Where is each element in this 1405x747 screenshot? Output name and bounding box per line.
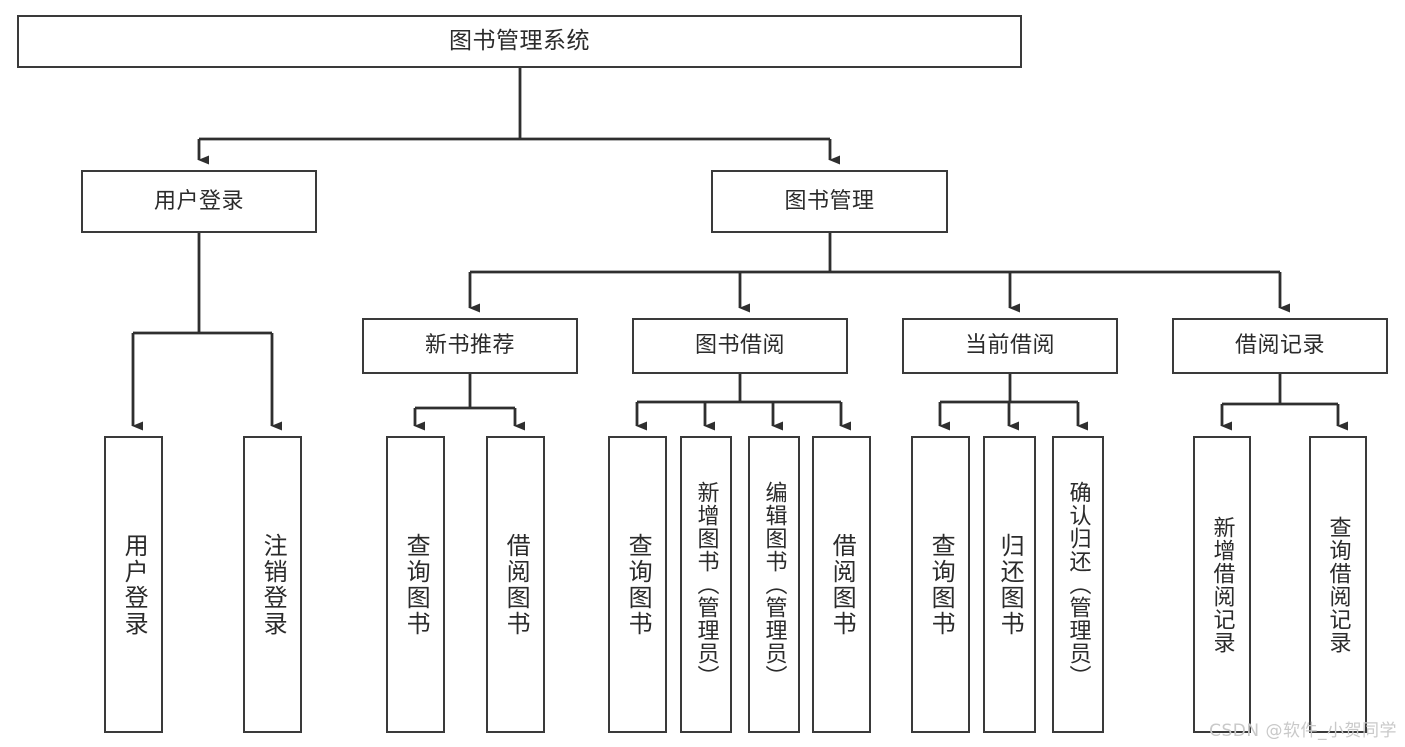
node-leaf-return-book-label: 归还图书 (996, 532, 1025, 637)
node-leaf-confirm-return-admin-label: 确认归还（管理员） (1065, 481, 1091, 688)
node-borrow-record-label: 借阅记录 (1234, 333, 1325, 359)
node-leaf-bookborrow-search-label: 查询图书 (624, 532, 653, 637)
node-leaf-add-borrow-record-label: 新增借阅记录 (1209, 515, 1235, 654)
node-leaf-logout[interactable]: 注销登录 (243, 436, 302, 733)
node-book-borrow[interactable]: 图书借阅 (632, 318, 848, 374)
node-leaf-add-borrow-record[interactable]: 新增借阅记录 (1193, 436, 1251, 733)
node-book-management[interactable]: 图书管理 (711, 170, 948, 233)
node-leaf-newbook-search-label: 查询图书 (402, 532, 431, 637)
node-borrow-record[interactable]: 借阅记录 (1172, 318, 1388, 374)
node-leaf-query-borrow-record[interactable]: 查询借阅记录 (1309, 436, 1367, 733)
node-leaf-currentborrow-search-label: 查询图书 (927, 532, 956, 637)
node-leaf-book-edit-admin-label: 编辑图书（管理员） (761, 481, 787, 688)
node-leaf-user-login-label: 用户登录 (120, 532, 149, 637)
node-leaf-newbook-borrow[interactable]: 借阅图书 (486, 436, 545, 733)
node-current-borrow-label: 当前借阅 (964, 333, 1055, 359)
node-leaf-bookborrow-borrow-label: 借阅图书 (828, 532, 857, 637)
node-book-management-label: 图书管理 (784, 188, 875, 214)
node-leaf-return-book[interactable]: 归还图书 (983, 436, 1036, 733)
node-new-book-recommend-label: 新书推荐 (424, 333, 515, 359)
node-leaf-newbook-borrow-label: 借阅图书 (502, 532, 531, 637)
node-leaf-book-add-admin-label: 新增图书（管理员） (693, 481, 719, 688)
node-leaf-newbook-search[interactable]: 查询图书 (386, 436, 445, 733)
node-leaf-bookborrow-borrow[interactable]: 借阅图书 (812, 436, 871, 733)
node-leaf-confirm-return-admin[interactable]: 确认归还（管理员） (1052, 436, 1104, 733)
node-current-borrow[interactable]: 当前借阅 (902, 318, 1118, 374)
node-leaf-query-borrow-record-label: 查询借阅记录 (1325, 515, 1351, 654)
node-book-borrow-label: 图书借阅 (694, 333, 785, 359)
node-leaf-logout-label: 注销登录 (259, 532, 288, 637)
node-leaf-book-edit-admin[interactable]: 编辑图书（管理员） (748, 436, 800, 733)
node-user-login-label: 用户登录 (153, 188, 244, 214)
node-user-login[interactable]: 用户登录 (81, 170, 317, 233)
node-new-book-recommend[interactable]: 新书推荐 (362, 318, 578, 374)
node-leaf-currentborrow-search[interactable]: 查询图书 (911, 436, 970, 733)
node-leaf-book-add-admin[interactable]: 新增图书（管理员） (680, 436, 732, 733)
node-leaf-user-login[interactable]: 用户登录 (104, 436, 163, 733)
node-root-label: 图书管理系统 (449, 27, 590, 54)
csdn-watermark: CSDN @软件_小贺同学 (1209, 721, 1397, 741)
node-root[interactable]: 图书管理系统 (17, 15, 1022, 68)
node-leaf-bookborrow-search[interactable]: 查询图书 (608, 436, 667, 733)
